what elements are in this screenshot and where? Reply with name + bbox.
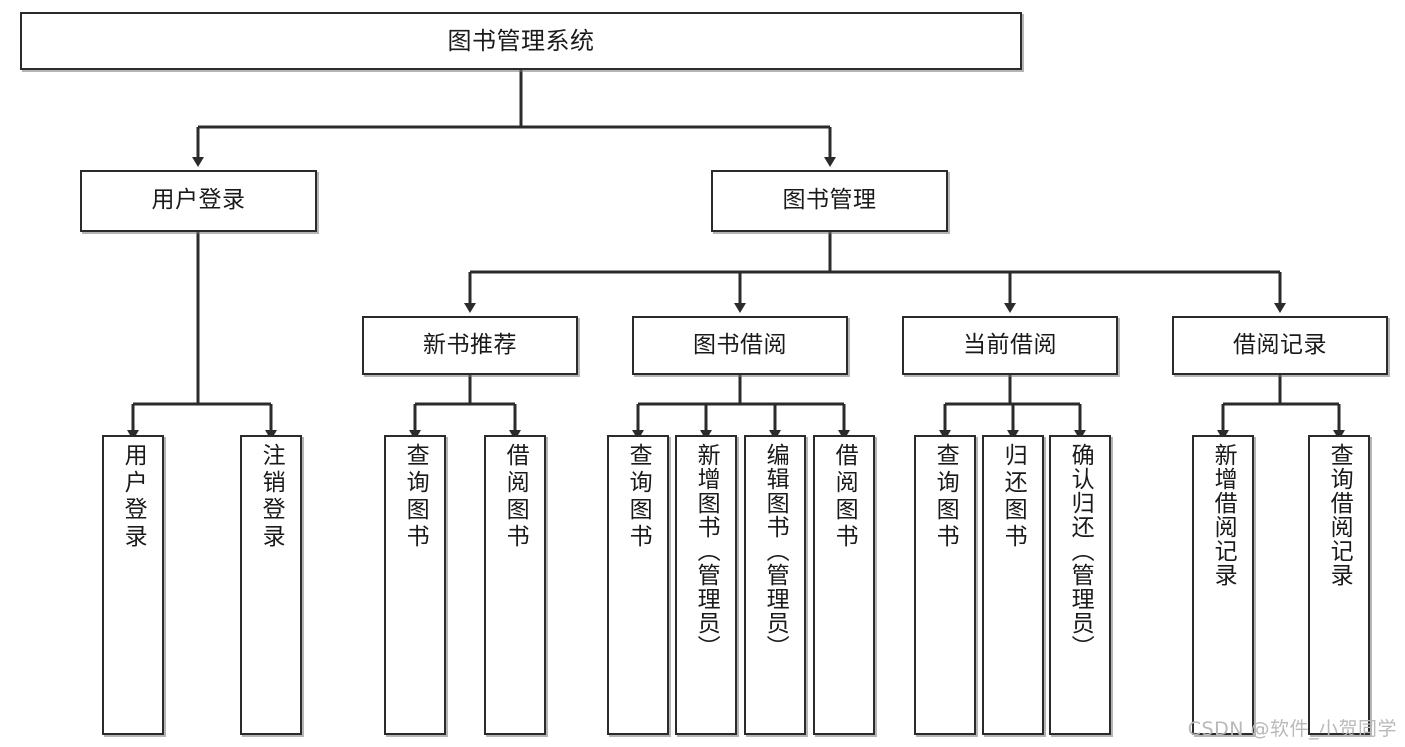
node-query-record-label: 查询借阅记录 [1326, 443, 1353, 587]
node-logout-label: 注销登录 [258, 443, 285, 551]
node-confirm-return[interactable]: 确认归还（管理员） [1049, 435, 1111, 735]
node-add-book-label: 新增图书（管理员） [693, 443, 720, 659]
node-new-book-recommend-label: 新书推荐 [423, 331, 517, 358]
node-book-manage[interactable]: 图书管理 [711, 170, 948, 232]
node-borrow-book-1-label: 借阅图书 [502, 443, 529, 551]
node-edit-book[interactable]: 编辑图书（管理员） [744, 435, 806, 735]
node-borrow-book-1[interactable]: 借阅图书 [484, 435, 546, 735]
node-edit-book-label: 编辑图书（管理员） [762, 443, 789, 659]
node-login-label: 用户登录 [120, 443, 147, 551]
node-query-book-1-label: 查询图书 [402, 443, 429, 551]
node-return-book-label: 归还图书 [1000, 443, 1027, 551]
node-query-book-2[interactable]: 查询图书 [607, 435, 669, 735]
node-new-book-recommend[interactable]: 新书推荐 [362, 316, 578, 375]
node-logout[interactable]: 注销登录 [240, 435, 302, 735]
node-borrow-book-2[interactable]: 借阅图书 [813, 435, 875, 735]
node-user-login-label: 用户登录 [151, 187, 246, 214]
node-user-login[interactable]: 用户登录 [80, 170, 317, 232]
node-query-book-2-label: 查询图书 [625, 443, 652, 551]
node-query-record[interactable]: 查询借阅记录 [1308, 435, 1370, 735]
node-root-label: 图书管理系统 [447, 26, 595, 55]
node-book-manage-label: 图书管理 [782, 187, 877, 214]
node-book-borrow-label: 图书借阅 [693, 331, 787, 358]
node-borrow-record[interactable]: 借阅记录 [1172, 316, 1388, 375]
node-query-book-3-label: 查询图书 [932, 443, 959, 551]
node-add-book[interactable]: 新增图书（管理员） [675, 435, 737, 735]
node-login[interactable]: 用户登录 [102, 435, 164, 735]
node-query-book-3[interactable]: 查询图书 [914, 435, 976, 735]
node-borrow-book-2-label: 借阅图书 [831, 443, 858, 551]
node-add-record-label: 新增借阅记录 [1210, 443, 1237, 587]
node-current-borrow[interactable]: 当前借阅 [902, 316, 1118, 375]
node-borrow-record-label: 借阅记录 [1233, 331, 1327, 358]
watermark: CSDN @软件_小贺同学 [1187, 718, 1397, 740]
node-root[interactable]: 图书管理系统 [20, 12, 1022, 70]
node-confirm-return-label: 确认归还（管理员） [1067, 443, 1094, 659]
node-current-borrow-label: 当前借阅 [963, 331, 1057, 358]
node-add-record[interactable]: 新增借阅记录 [1192, 435, 1254, 735]
node-return-book[interactable]: 归还图书 [982, 435, 1044, 735]
node-query-book-1[interactable]: 查询图书 [384, 435, 446, 735]
node-book-borrow[interactable]: 图书借阅 [632, 316, 848, 375]
